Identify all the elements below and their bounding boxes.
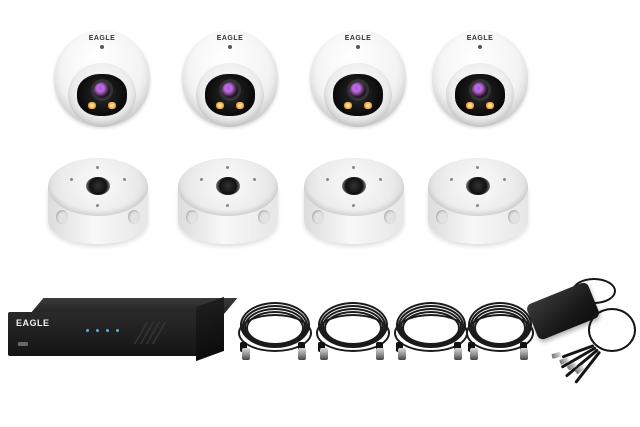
recorder-brand-label: EAGLE: [16, 318, 50, 328]
power-supply: [524, 278, 640, 384]
junction-box-1: [48, 158, 148, 250]
junction-box-3: [304, 158, 404, 250]
camera-brand-label: EAGLE: [88, 35, 116, 42]
video-recorder: EAGLE: [8, 296, 238, 362]
coax-cable-coil-3: [392, 296, 468, 364]
dome-camera-2: EAGLE: [178, 30, 282, 130]
junction-box-2: [178, 158, 278, 250]
usb-port: [18, 342, 28, 346]
camera-brand-label: EAGLE: [466, 35, 494, 42]
camera-brand-label: EAGLE: [344, 35, 372, 42]
dome-camera-1: EAGLE: [50, 30, 154, 130]
coax-cable-coil-2: [314, 296, 390, 364]
junction-box-4: [428, 158, 528, 250]
dome-camera-4: EAGLE: [428, 30, 532, 130]
coax-cable-coil-1: [236, 296, 312, 364]
dome-camera-3: EAGLE: [306, 30, 410, 130]
coax-cable-coil-4: [464, 296, 540, 364]
camera-brand-label: EAGLE: [216, 35, 244, 42]
